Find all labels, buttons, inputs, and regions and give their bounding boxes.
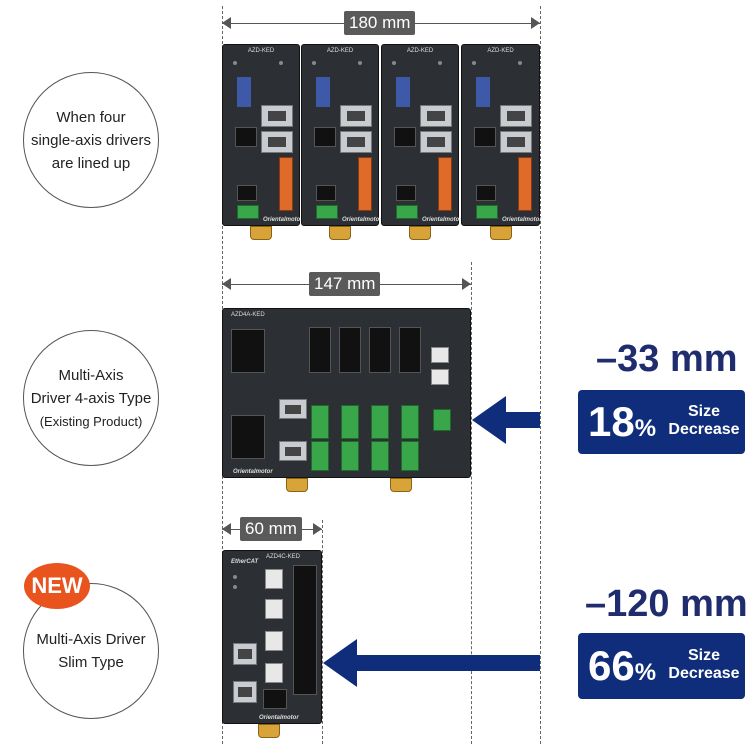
single-line-2: single-axis drivers: [30, 131, 152, 149]
four-axis-line-1: Multi-Axis: [58, 366, 124, 384]
single-axis-driver-1: AZD-KED Orientalmotor: [222, 44, 303, 226]
din-clip: [258, 724, 280, 738]
reduction-arrow-slim: [356, 655, 540, 671]
din-clip: [329, 226, 351, 240]
driver-model-label: AZD-KED: [247, 48, 275, 54]
four-axis-line-3: (Existing Product): [39, 413, 143, 429]
reduction-arrow-four-axis: [504, 412, 540, 428]
din-clip: [390, 478, 412, 492]
decrease-word-four-axis: Decrease: [668, 421, 740, 438]
reduction-amount-four-axis: –33 mm: [596, 338, 738, 380]
label-circle-single-axis: When four single-axis drivers are lined …: [23, 72, 159, 208]
single-line-3: are lined up: [51, 154, 131, 172]
reduction-arrowhead-four-axis: [472, 396, 506, 444]
brand-label: Orientalmotor: [502, 217, 542, 223]
single-axis-driver-3: AZD-KED Orientalmotor: [381, 44, 462, 226]
guide-line-180mm: [540, 6, 541, 744]
din-clip: [250, 226, 272, 240]
dimension-label-147mm: 147 mm: [309, 272, 381, 296]
driver-model-label: AZD-KED: [487, 48, 514, 54]
driver-model-label: AZD-KED: [326, 48, 354, 54]
four-axis-model-label: AZD4A-KED: [231, 312, 265, 318]
guide-line-147mm: [471, 262, 472, 744]
new-badge: NEW: [24, 563, 90, 609]
slim-ethercat-label: EtherCAT: [231, 559, 259, 565]
brand-label: Orientalmotor: [263, 217, 303, 223]
guide-line-60mm: [322, 520, 323, 744]
din-clip: [490, 226, 512, 240]
four-axis-brand-label: Orientalmotor: [233, 469, 273, 475]
label-circle-four-axis: Multi-Axis Driver 4-axis Type (Existing …: [23, 330, 159, 466]
single-axis-driver-2: AZD-KED Orientalmotor: [301, 44, 382, 226]
slim-driver: AZD4C-KED EtherCAT Orientalmotor: [222, 550, 322, 724]
decrease-word-slim: Decrease: [668, 665, 740, 682]
reduction-arrowhead-slim: [323, 639, 357, 687]
percent-value-four-axis: 18%: [588, 398, 657, 445]
slim-brand-label: Orientalmotor: [259, 715, 299, 721]
single-axis-driver-4: AZD-KED Orientalmotor: [461, 44, 542, 226]
reduction-amount-slim: –120 mm: [585, 583, 748, 625]
size-decrease-badge-slim: 66% Size Decrease: [578, 633, 745, 699]
four-axis-driver: AZD4A-KED Orientalmotor: [222, 308, 471, 478]
size-word-slim: Size: [687, 647, 720, 664]
label-circle-slim: Multi-Axis Driver Slim Type: [23, 583, 159, 719]
four-axis-line-2: Driver 4-axis Type: [30, 389, 152, 407]
dimension-label-180mm: 180 mm: [344, 11, 416, 35]
din-clip: [409, 226, 431, 240]
dimension-label-60mm: 60 mm: [240, 517, 302, 541]
brand-label: Orientalmotor: [342, 217, 382, 223]
driver-model-label: AZD-KED: [406, 48, 434, 54]
percent-value-slim: 66%: [588, 642, 657, 689]
size-word-four-axis: Size: [687, 403, 720, 420]
size-decrease-badge-four-axis: 18% Size Decrease: [578, 390, 745, 454]
brand-label: Orientalmotor: [422, 217, 462, 223]
single-line-1: When four: [56, 108, 126, 126]
slim-line-1: Multi-Axis Driver: [36, 631, 146, 648]
slim-line-2: Slim Type: [58, 654, 124, 671]
din-clip: [286, 478, 308, 492]
slim-model-label: AZD4C-KED: [265, 554, 300, 560]
